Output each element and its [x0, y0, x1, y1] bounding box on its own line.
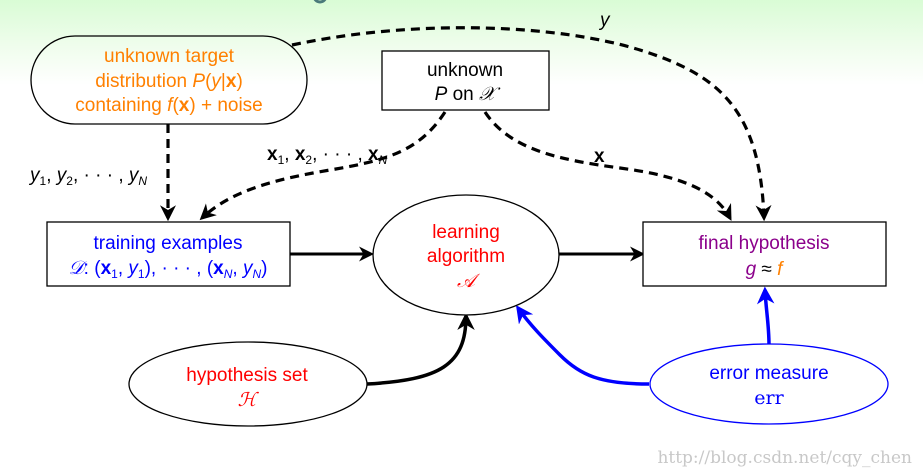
final-line1: final hypothesis [699, 233, 830, 254]
node-learning-algorithm: learning algorithm 𝒜 [372, 194, 560, 316]
node-input-distribution: unknown P on 𝒳 [381, 50, 550, 111]
edge-hypothesis-to-algorithm [366, 312, 475, 386]
cutoff-title-glyph [313, 0, 327, 4]
edge-label-y: y [598, 10, 611, 31]
final-line2: g ≈ f [746, 259, 785, 280]
hypothesis-set-line1: hypothesis set [186, 365, 308, 386]
edge-error-to-final [756, 286, 775, 346]
edge-label-x: x [594, 146, 605, 167]
edge-input-to-final [483, 111, 732, 221]
edge-label-xs: x1, x2, · · · , xN [267, 144, 388, 167]
hypothesis-set-symbol: ℋ [238, 389, 260, 411]
target-line1: unknown target [104, 46, 235, 67]
node-training-examples: training examples 𝒟: (x1, y1), · · · , (… [46, 221, 291, 287]
node-final-hypothesis: final hypothesis g ≈ f [642, 221, 887, 287]
training-line2: 𝒟: (x1, y1), · · · , (xN, yN) [69, 257, 268, 281]
target-line3: containing f(x) + noise [75, 95, 263, 116]
algorithm-line2: algorithm [427, 246, 505, 267]
edge-target-to-final [291, 26, 772, 222]
watermark: http://blog.csdn.net/cqy_chen [657, 448, 912, 468]
node-hypothesis-set: hypothesis set ℋ [128, 341, 368, 427]
target-line2: distribution P(y|x) [95, 71, 243, 92]
node-error-measure: error measure err [649, 343, 889, 425]
algorithm-line1: learning [432, 222, 500, 243]
edge-error-to-algorithm [515, 305, 650, 386]
edge-label-ys: y1, y2, · · · , yN [28, 165, 147, 188]
training-line1: training examples [94, 233, 243, 254]
node-unknown-target: unknown target distribution P(y|x) conta… [30, 35, 308, 125]
edge-input-to-training [199, 111, 447, 221]
input-dist-line2: P on 𝒳 [435, 83, 501, 105]
error-line1: error measure [709, 363, 828, 384]
input-dist-line1: unknown [427, 60, 503, 81]
error-symbol: err [754, 387, 784, 409]
